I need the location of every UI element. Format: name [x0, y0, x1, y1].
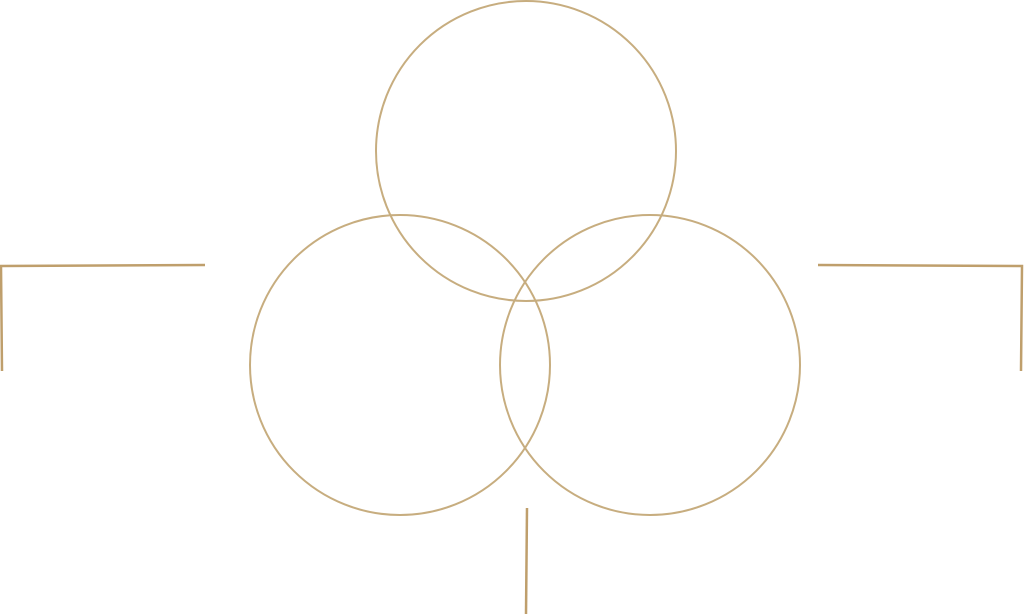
bottom-connector-line	[524, 507, 529, 614]
left-bracket-connector	[0, 263, 206, 372]
venn-circle-top	[375, 0, 677, 302]
venn-circle-left	[249, 214, 551, 516]
right-bracket-connector	[817, 263, 1024, 372]
venn-circle-right	[499, 214, 801, 516]
